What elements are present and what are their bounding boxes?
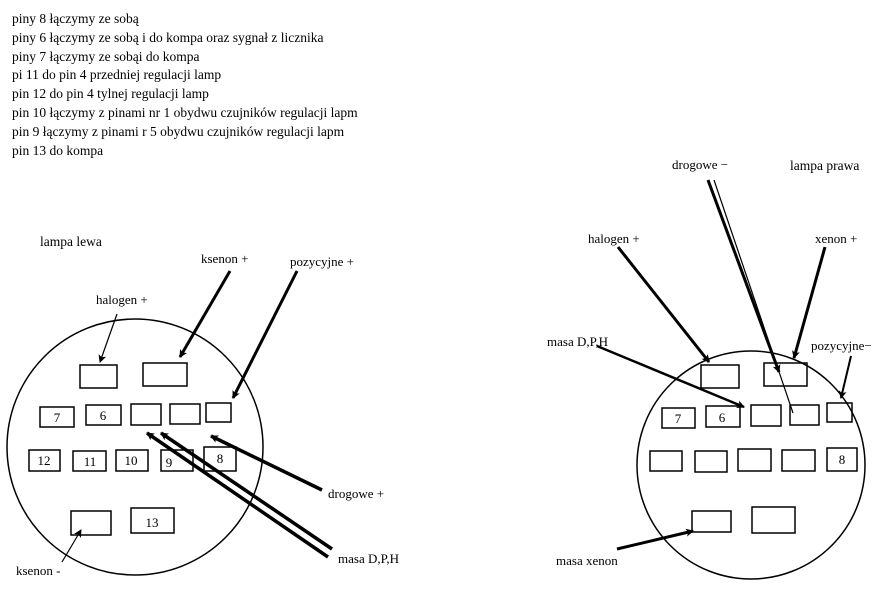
left-label-ksenon-minus: ksenon - <box>16 563 60 578</box>
left-pin-top-b <box>142 362 188 387</box>
right-arrow-halogen-plus <box>616 246 711 363</box>
right-lamp-title: lampa prawa <box>790 158 859 173</box>
right-arrow-drogowe-minus-a <box>706 179 781 373</box>
left-arrow-masa-a <box>146 431 329 559</box>
right-arrow-masa <box>596 344 745 409</box>
right-pin-r2e <box>826 402 853 423</box>
right-pin-r3a <box>649 450 683 472</box>
right-pin-r4b <box>751 506 796 534</box>
left-label-masa: masa D,P,H <box>338 551 399 566</box>
right-pin-top-a <box>700 364 740 389</box>
left-pin-12 <box>28 449 61 472</box>
left-pin-r2e <box>205 402 232 423</box>
left-pin-10-label: 10 <box>125 453 138 468</box>
left-pin-7 <box>39 406 75 428</box>
left-pin-ksenon-minus <box>70 510 112 536</box>
left-pin-9 <box>160 449 194 472</box>
left-lamp-connector: lampa lewa 7 6 12 11 10 9 8 13 ksenon + … <box>6 234 399 578</box>
right-pin-8 <box>826 447 858 472</box>
left-arrow-ksenon-plus <box>178 270 232 358</box>
note-line: pin 13 do kompa <box>12 142 104 158</box>
right-label-halogen-plus: halogen + <box>588 231 640 246</box>
left-label-pozycyjne-plus: pozycyjne + <box>290 254 354 269</box>
right-arrow-drogowe-minus-b <box>713 179 794 414</box>
left-pin-6 <box>85 404 122 426</box>
left-pin-r2d <box>169 403 201 425</box>
right-pin-6-label: 6 <box>719 410 726 425</box>
right-label-masa-xenon: masa xenon <box>556 553 618 568</box>
right-pin-6 <box>705 405 741 428</box>
right-label-xenon-plus: xenon + <box>815 231 857 246</box>
left-arrow-drogowe-plus <box>210 434 323 492</box>
note-line: pin 9 łączymy z pinami r 5 obydwu czujni… <box>12 123 345 139</box>
right-pin-r2c <box>750 404 782 427</box>
right-pin-r2d <box>789 404 820 426</box>
left-arrow-masa-b <box>160 431 333 551</box>
note-line: pin 12 do pin 4 tylnej regulacji lamp <box>12 86 209 102</box>
note-line: piny 7 łączymy ze sobąi do kompa <box>12 48 200 64</box>
right-lamp-connector: lampa prawa 7 6 8 drogowe − halogen + xe… <box>547 157 872 580</box>
right-pin-7-label: 7 <box>675 411 682 426</box>
right-label-masa: masa D,P,H <box>547 334 608 349</box>
note-line: pi 11 do pin 4 przedniej regulacji lamp <box>12 67 222 83</box>
right-pin-masa-xenon <box>691 510 732 533</box>
left-pin-9-label: 9 <box>166 455 173 470</box>
left-pin-11 <box>72 450 107 472</box>
right-label-pozycyjne-minus: pozycyjne− <box>811 338 872 353</box>
left-pin-13 <box>130 507 175 534</box>
left-lamp-title: lampa lewa <box>40 234 102 249</box>
left-label-halogen-plus: halogen + <box>96 292 148 307</box>
left-pin-8-label: 8 <box>217 451 224 466</box>
right-pin-8-label: 8 <box>839 452 846 467</box>
left-connector-outline <box>6 318 264 576</box>
left-pin-11-label: 11 <box>84 454 97 469</box>
right-pin-top-b <box>763 362 808 387</box>
left-label-ksenon-plus: ksenon + <box>201 251 248 266</box>
left-pin-r2c <box>130 403 162 426</box>
left-pin-10 <box>115 449 149 472</box>
right-pin-r3c <box>737 448 772 472</box>
left-pin-top-a <box>79 364 118 389</box>
right-arrow-masa-xenon <box>616 528 694 551</box>
left-arrow-ksenon-minus <box>61 529 82 563</box>
note-line: pin 10 łączymy z pinami nr 1 obydwu czuj… <box>12 104 358 120</box>
right-connector-outline <box>636 350 866 580</box>
right-pin-7 <box>661 407 696 429</box>
right-arrow-xenon-plus <box>792 246 827 359</box>
left-label-drogowe-plus: drogowe + <box>328 486 384 501</box>
note-line: piny 6 łączymy ze sobą i do kompa oraz s… <box>12 29 324 45</box>
left-pin-13-label: 13 <box>146 515 159 530</box>
right-pin-r3b <box>694 450 728 473</box>
wiring-notes: piny 8 łączymy ze sobą piny 6 łączymy ze… <box>12 10 358 160</box>
left-pin-6-label: 6 <box>100 408 107 423</box>
right-pin-r3d <box>781 449 816 472</box>
left-pin-7-label: 7 <box>54 410 61 425</box>
left-pin-12-label: 12 <box>38 453 51 468</box>
right-label-drogowe-minus: drogowe − <box>672 157 728 172</box>
right-arrow-pozycyjne-minus <box>838 355 852 399</box>
left-arrow-pozycyjne-plus <box>231 270 299 399</box>
note-line: piny 8 łączymy ze sobą <box>12 11 139 26</box>
left-arrow-halogen-plus <box>98 313 118 363</box>
